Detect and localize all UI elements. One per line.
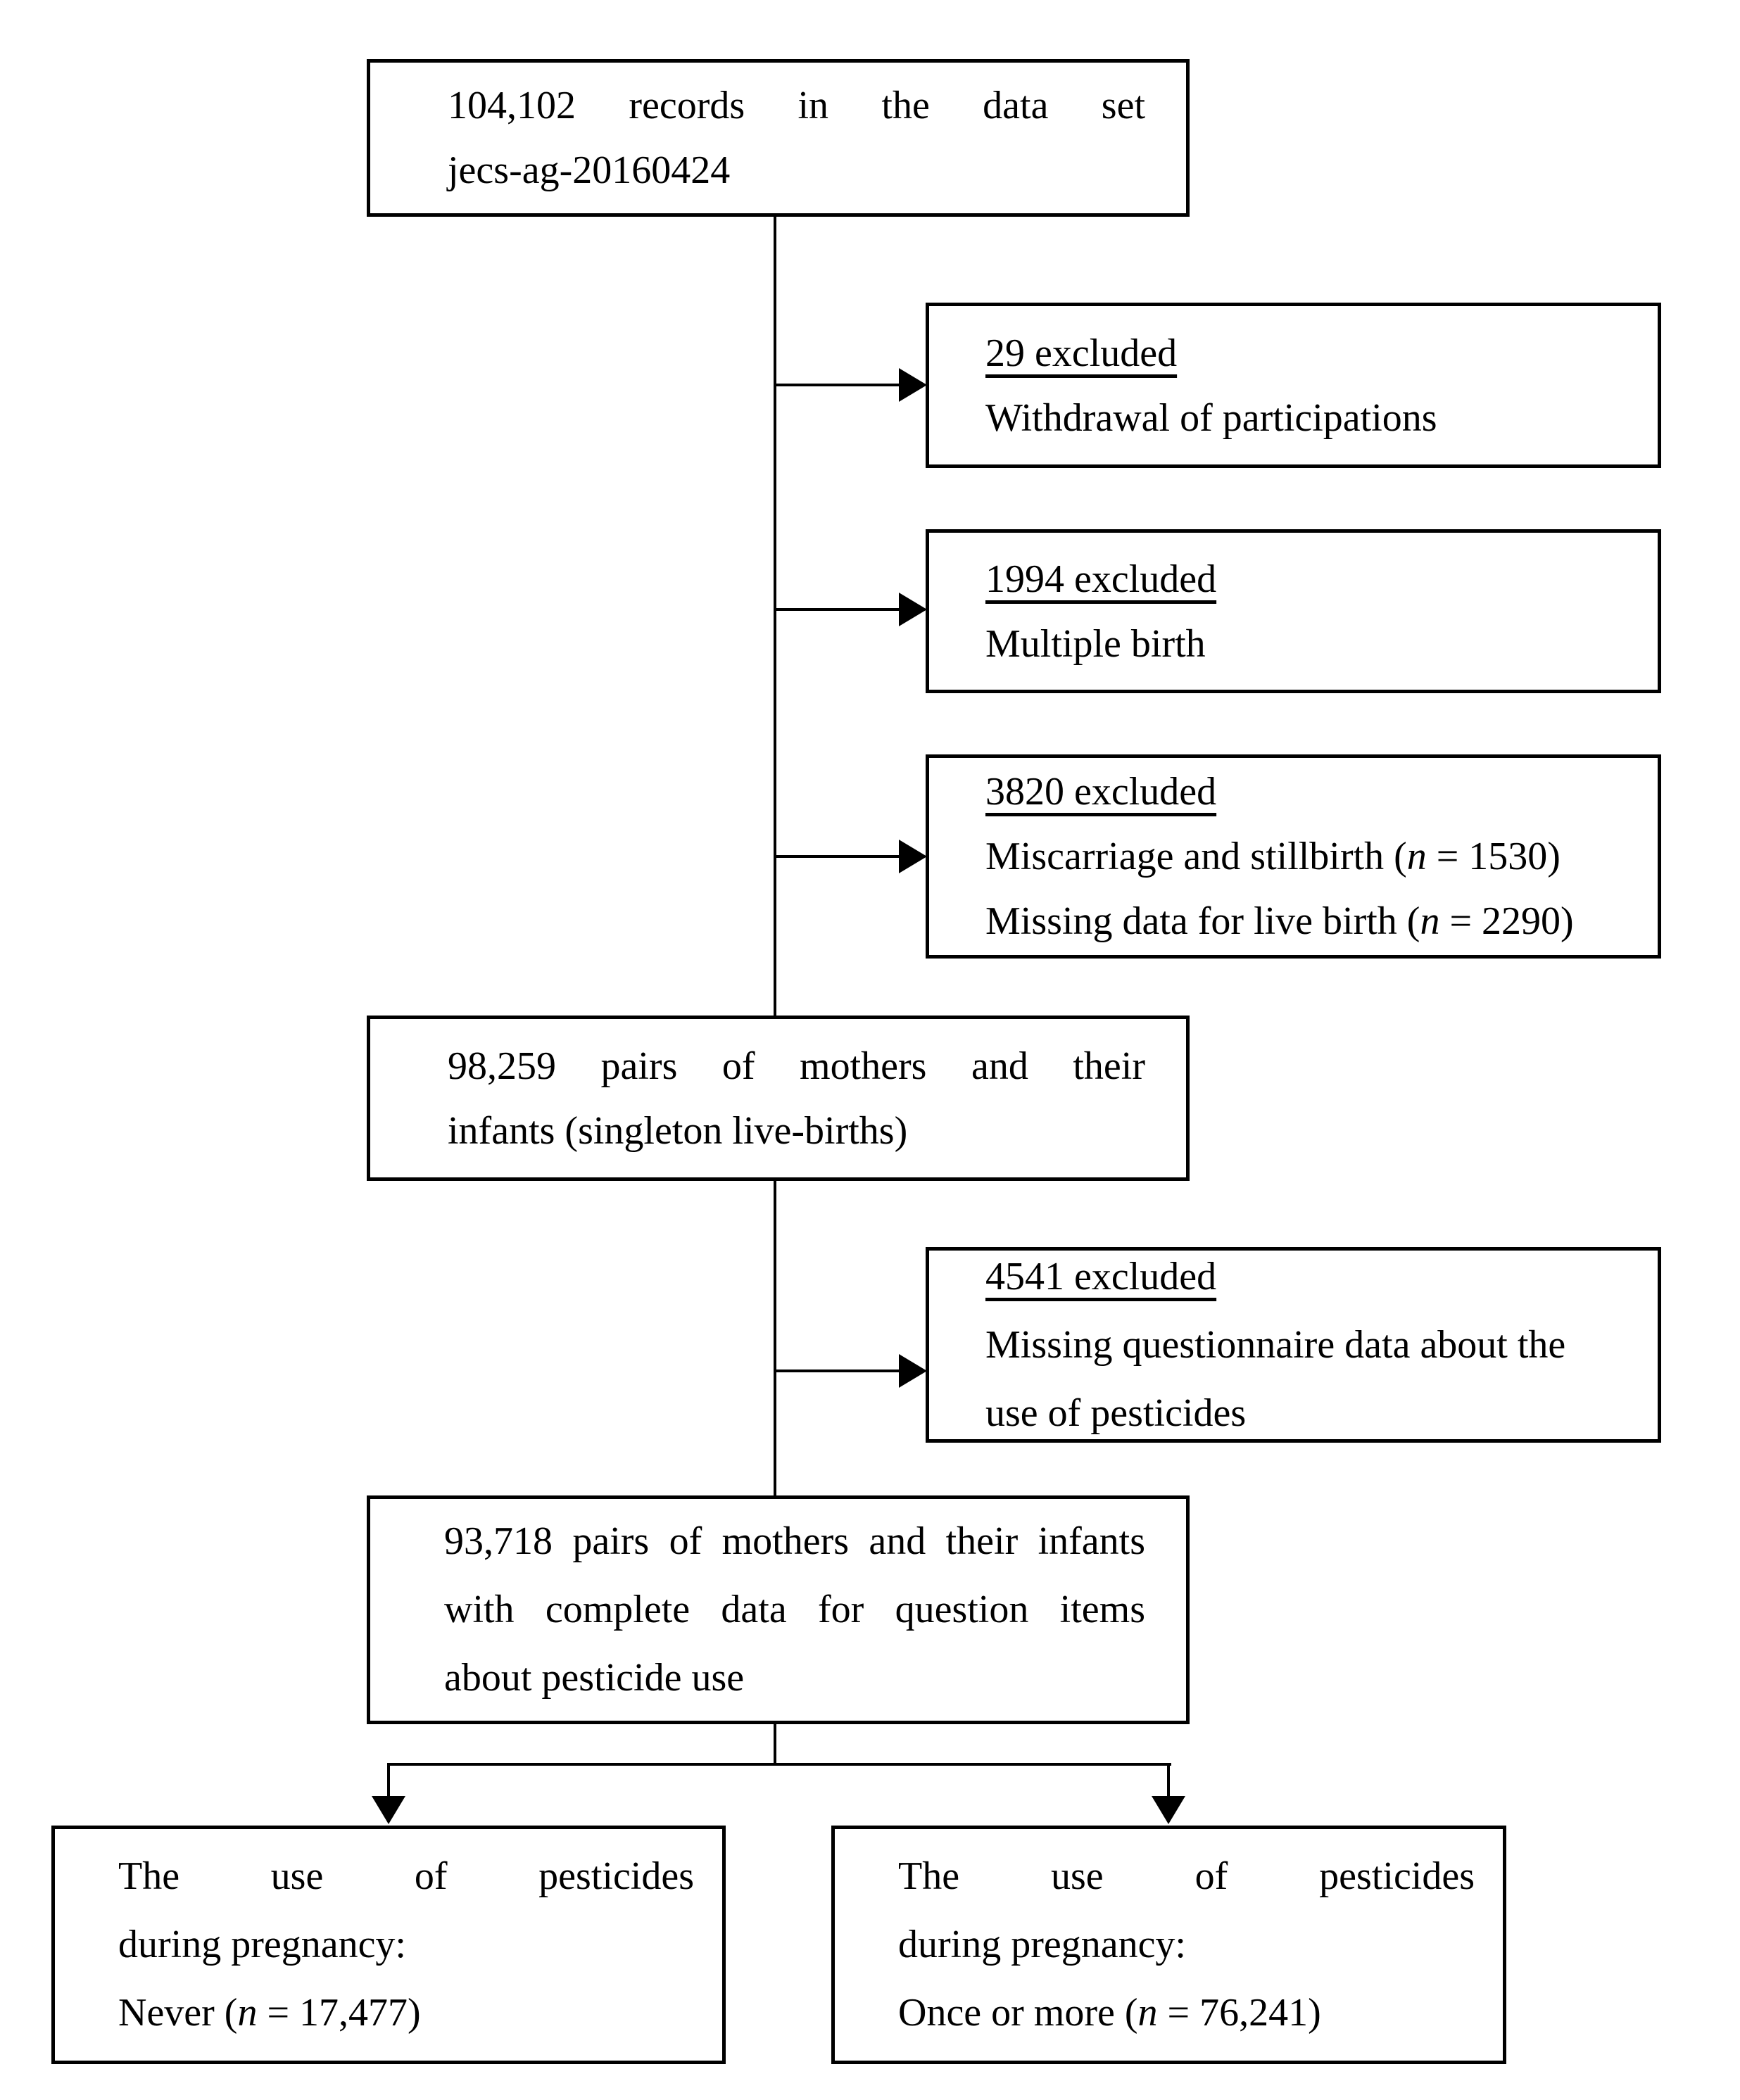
reason1-n-variable: n bbox=[1406, 835, 1427, 878]
arrowhead-once-icon bbox=[1152, 1796, 1185, 1824]
excluded-withdrawal-count: 29 excluded bbox=[985, 331, 1178, 375]
pesticide-once-line3: Once or more (n = 76,241) bbox=[898, 1979, 1475, 2047]
excluded-miscarriage-count: 3820 excluded bbox=[985, 770, 1217, 814]
singleton-pairs-line1: 98,259 pairs of mothers and their bbox=[448, 1044, 1145, 1088]
branch-line-excl3 bbox=[774, 855, 900, 858]
arrowhead-excl3-icon bbox=[899, 840, 927, 873]
complete-data-line3: about pesticide use bbox=[444, 1656, 745, 1700]
never-label: Never ( bbox=[118, 1991, 238, 2035]
reason2-n-variable: n bbox=[1420, 899, 1440, 943]
branch-line-excl4 bbox=[774, 1370, 900, 1372]
total-records-line2: jecs-ag-20160424 bbox=[448, 148, 731, 192]
pesticide-never-line1: The use of pesticides bbox=[118, 1854, 694, 1898]
branch-line-excl2 bbox=[774, 608, 900, 611]
excluded-miscarriage-reason1: Miscarriage and stillbirth (n = 1530) bbox=[985, 824, 1637, 889]
box-excluded-missing-questionnaire: 4541 excluded Missing questionnaire data… bbox=[926, 1247, 1661, 1443]
arrowhead-never-icon bbox=[372, 1796, 405, 1824]
once-n-variable: n bbox=[1137, 1991, 1158, 2035]
reason1-value: = 1530) bbox=[1426, 835, 1561, 878]
never-count: = 17,477) bbox=[257, 1991, 421, 2035]
split-horizontal-line bbox=[387, 1763, 1171, 1766]
pesticide-once-line1: The use of pesticides bbox=[898, 1854, 1475, 1898]
arrowhead-excl2-icon bbox=[899, 593, 927, 626]
reason2-value: = 2290) bbox=[1439, 899, 1574, 943]
box-complete-data-pairs: 93,718 pairs of mothers and their infant… bbox=[367, 1495, 1190, 1724]
excluded-questionnaire-reason-line1: Missing questionnaire data about the bbox=[985, 1322, 1566, 1367]
box-singleton-pairs: 98,259 pairs of mothers and their infant… bbox=[367, 1016, 1190, 1181]
box-pesticide-once-or-more: The use of pesticides during pregnancy: … bbox=[831, 1826, 1506, 2064]
pesticide-never-line3: Never (n = 17,477) bbox=[118, 1979, 694, 2047]
once-label: Once or more ( bbox=[898, 1991, 1138, 2035]
split-right-stub bbox=[1167, 1763, 1170, 1798]
excluded-miscarriage-reason2: Missing data for live birth (n = 2290) bbox=[985, 889, 1637, 954]
spine-middle-segment bbox=[774, 1181, 776, 1495]
excluded-questionnaire-count: 4541 excluded bbox=[985, 1254, 1217, 1298]
box-pesticide-never: The use of pesticides during pregnancy: … bbox=[51, 1826, 726, 2064]
excluded-withdrawal-reason: Withdrawal of participations bbox=[985, 396, 1437, 440]
box-excluded-miscarriage-missing: 3820 excluded Miscarriage and stillbirth… bbox=[926, 754, 1661, 959]
reason2-text: Missing data for live birth ( bbox=[985, 899, 1420, 943]
once-count: = 76,241) bbox=[1157, 1991, 1321, 2035]
excluded-questionnaire-reason-line2: use of pesticides bbox=[985, 1391, 1247, 1435]
spine-top-segment bbox=[774, 217, 776, 1016]
total-records-line1: 104,102 records in the data set bbox=[448, 84, 1145, 127]
branch-line-excl1 bbox=[774, 384, 900, 386]
complete-data-line2: with complete data for question items bbox=[444, 1588, 1145, 1631]
reason1-text: Miscarriage and stillbirth ( bbox=[985, 835, 1407, 878]
pesticide-never-line2: during pregnancy: bbox=[118, 1923, 406, 1966]
box-total-records: 104,102 records in the data set jecs-ag-… bbox=[367, 59, 1190, 217]
arrowhead-excl4-icon bbox=[899, 1354, 927, 1388]
never-n-variable: n bbox=[237, 1991, 258, 2035]
singleton-pairs-line2: infants (singleton live-births) bbox=[448, 1108, 908, 1153]
spine-bottom-segment bbox=[774, 1724, 776, 1766]
excluded-multiple-birth-reason: Multiple birth bbox=[985, 621, 1206, 666]
pesticide-once-line2: during pregnancy: bbox=[898, 1923, 1186, 1966]
split-left-stub bbox=[387, 1763, 390, 1798]
excluded-multiple-birth-count: 1994 excluded bbox=[985, 557, 1217, 601]
box-excluded-withdrawal: 29 excluded Withdrawal of participations bbox=[926, 303, 1661, 468]
arrowhead-excl1-icon bbox=[899, 368, 927, 402]
complete-data-line1: 93,718 pairs of mothers and their infant… bbox=[444, 1519, 1145, 1563]
box-excluded-multiple-birth: 1994 excluded Multiple birth bbox=[926, 529, 1661, 693]
